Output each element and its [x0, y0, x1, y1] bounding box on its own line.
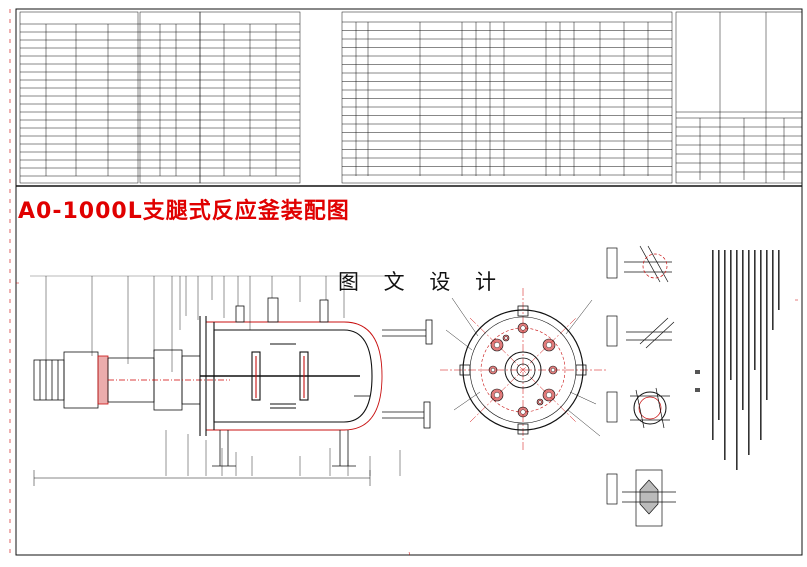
reducer [107, 349, 230, 411]
technical-requirements [695, 250, 780, 470]
vessel-shell [199, 316, 383, 436]
watermark-text: 图 文 设 计 [338, 270, 506, 294]
support-legs [212, 430, 356, 467]
top-nozzles [235, 297, 433, 429]
elevation-view [30, 275, 433, 486]
part-leaders [30, 275, 401, 476]
overall-dimension [33, 470, 371, 486]
plan-nozzles [488, 322, 558, 418]
motor [33, 351, 109, 409]
nozzle-table [341, 11, 673, 184]
title-block [675, 11, 803, 184]
sheet-marks [16, 282, 802, 561]
plan-view [440, 288, 606, 452]
detail-views [606, 245, 676, 527]
sheet-border [9, 8, 803, 556]
drawing-title: A0-1000L支腿式反应釜装配图 [18, 199, 350, 224]
technical-spec-table [19, 11, 301, 184]
